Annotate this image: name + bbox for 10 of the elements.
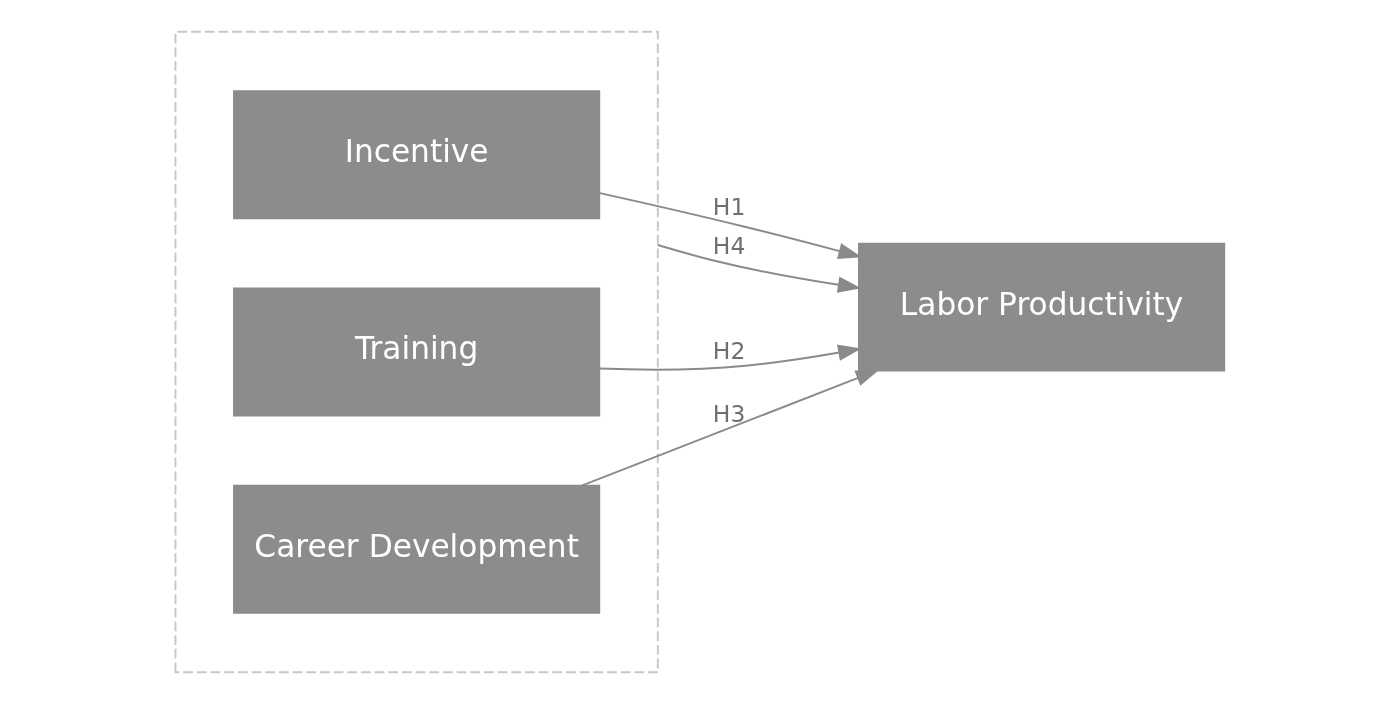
edge-label: H4 [712,231,746,260]
edge-label: H1 [712,192,746,221]
cluster [174,30,659,674]
node-box: Incentive [233,90,601,220]
node-box: Training [233,287,601,417]
edge-label: H3 [712,399,746,428]
arrow [580,369,880,487]
edge-label: H2 [712,337,746,366]
node-box: Labor Productivity [858,242,1226,372]
node-box: Career Development [233,484,601,614]
